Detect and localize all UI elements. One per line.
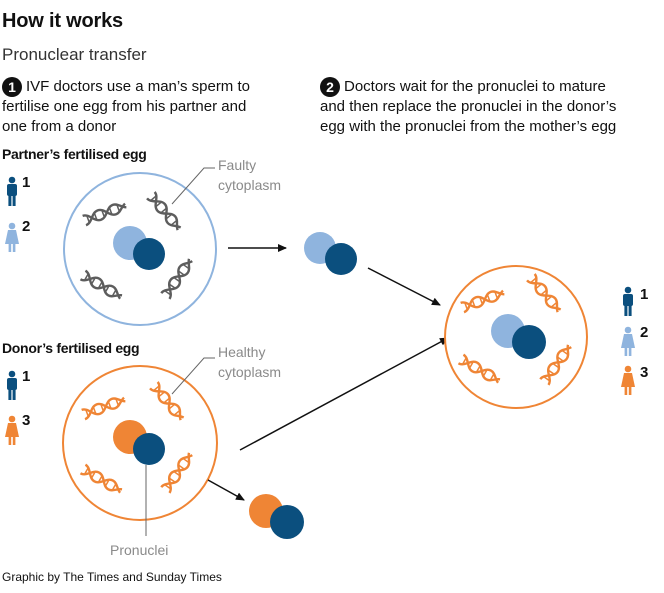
result-person-number-c: 3 [640, 364, 649, 381]
donor-male-pronucleus [133, 433, 165, 465]
healthy-pointer-line [171, 357, 215, 395]
faulty-label-line1: Faulty [218, 157, 257, 173]
arrow-donor-to-result [239, 337, 449, 451]
father-icon [7, 176, 17, 206]
donor-icon [621, 365, 635, 395]
partner-male-pronucleus [133, 238, 165, 270]
donor-egg-label: Donor’s fertilised egg [2, 340, 140, 356]
donor-icon [5, 415, 19, 445]
partner-person-number-b: 2 [22, 218, 31, 235]
healthy-label-line1: Healthy [218, 344, 266, 360]
result-person-number-a: 1 [640, 286, 649, 303]
step-number-2: 2 [320, 77, 340, 97]
result-person-number-b: 2 [640, 324, 649, 341]
faulty-pointer-line [171, 167, 215, 205]
page-title: How it works [2, 10, 123, 32]
faulty-label-line2: cytoplasm [218, 177, 282, 193]
father-icon [623, 286, 633, 316]
arrow-donor-pronuclei-removed [207, 479, 245, 501]
extracted-partner-male-pronucleus [325, 243, 357, 275]
partner-person-number-a: 1 [22, 174, 31, 191]
partner-egg-label: Partner’s fertilised egg [2, 146, 147, 162]
mother-icon [621, 326, 635, 356]
donor-person-number-b: 3 [22, 412, 31, 429]
step-number-1: 1 [2, 77, 22, 97]
pronuclei-label: Pronuclei [110, 542, 169, 558]
result-male-pronucleus [512, 325, 546, 359]
step-1-text: IVF doctors use a man’s sperm to fertili… [2, 78, 250, 135]
donor-person-number-a: 1 [22, 368, 31, 385]
mother-icon [5, 222, 19, 252]
arrow-pronuclei-to-result [367, 267, 441, 306]
removed-donor-male-pronucleus [270, 505, 304, 539]
page-subtitle: Pronuclear transfer [2, 45, 147, 64]
healthy-cytoplasm-label: Healthy cytoplasm [218, 342, 281, 382]
credit-line: Graphic by The Times and Sunday Times [2, 570, 222, 584]
father-icon [7, 370, 17, 400]
step-2-text: Doctors wait for the pronuclei to mature… [320, 78, 617, 135]
faulty-cytoplasm-label: Faulty cytoplasm [218, 155, 281, 195]
healthy-label-line2: cytoplasm [218, 364, 282, 380]
